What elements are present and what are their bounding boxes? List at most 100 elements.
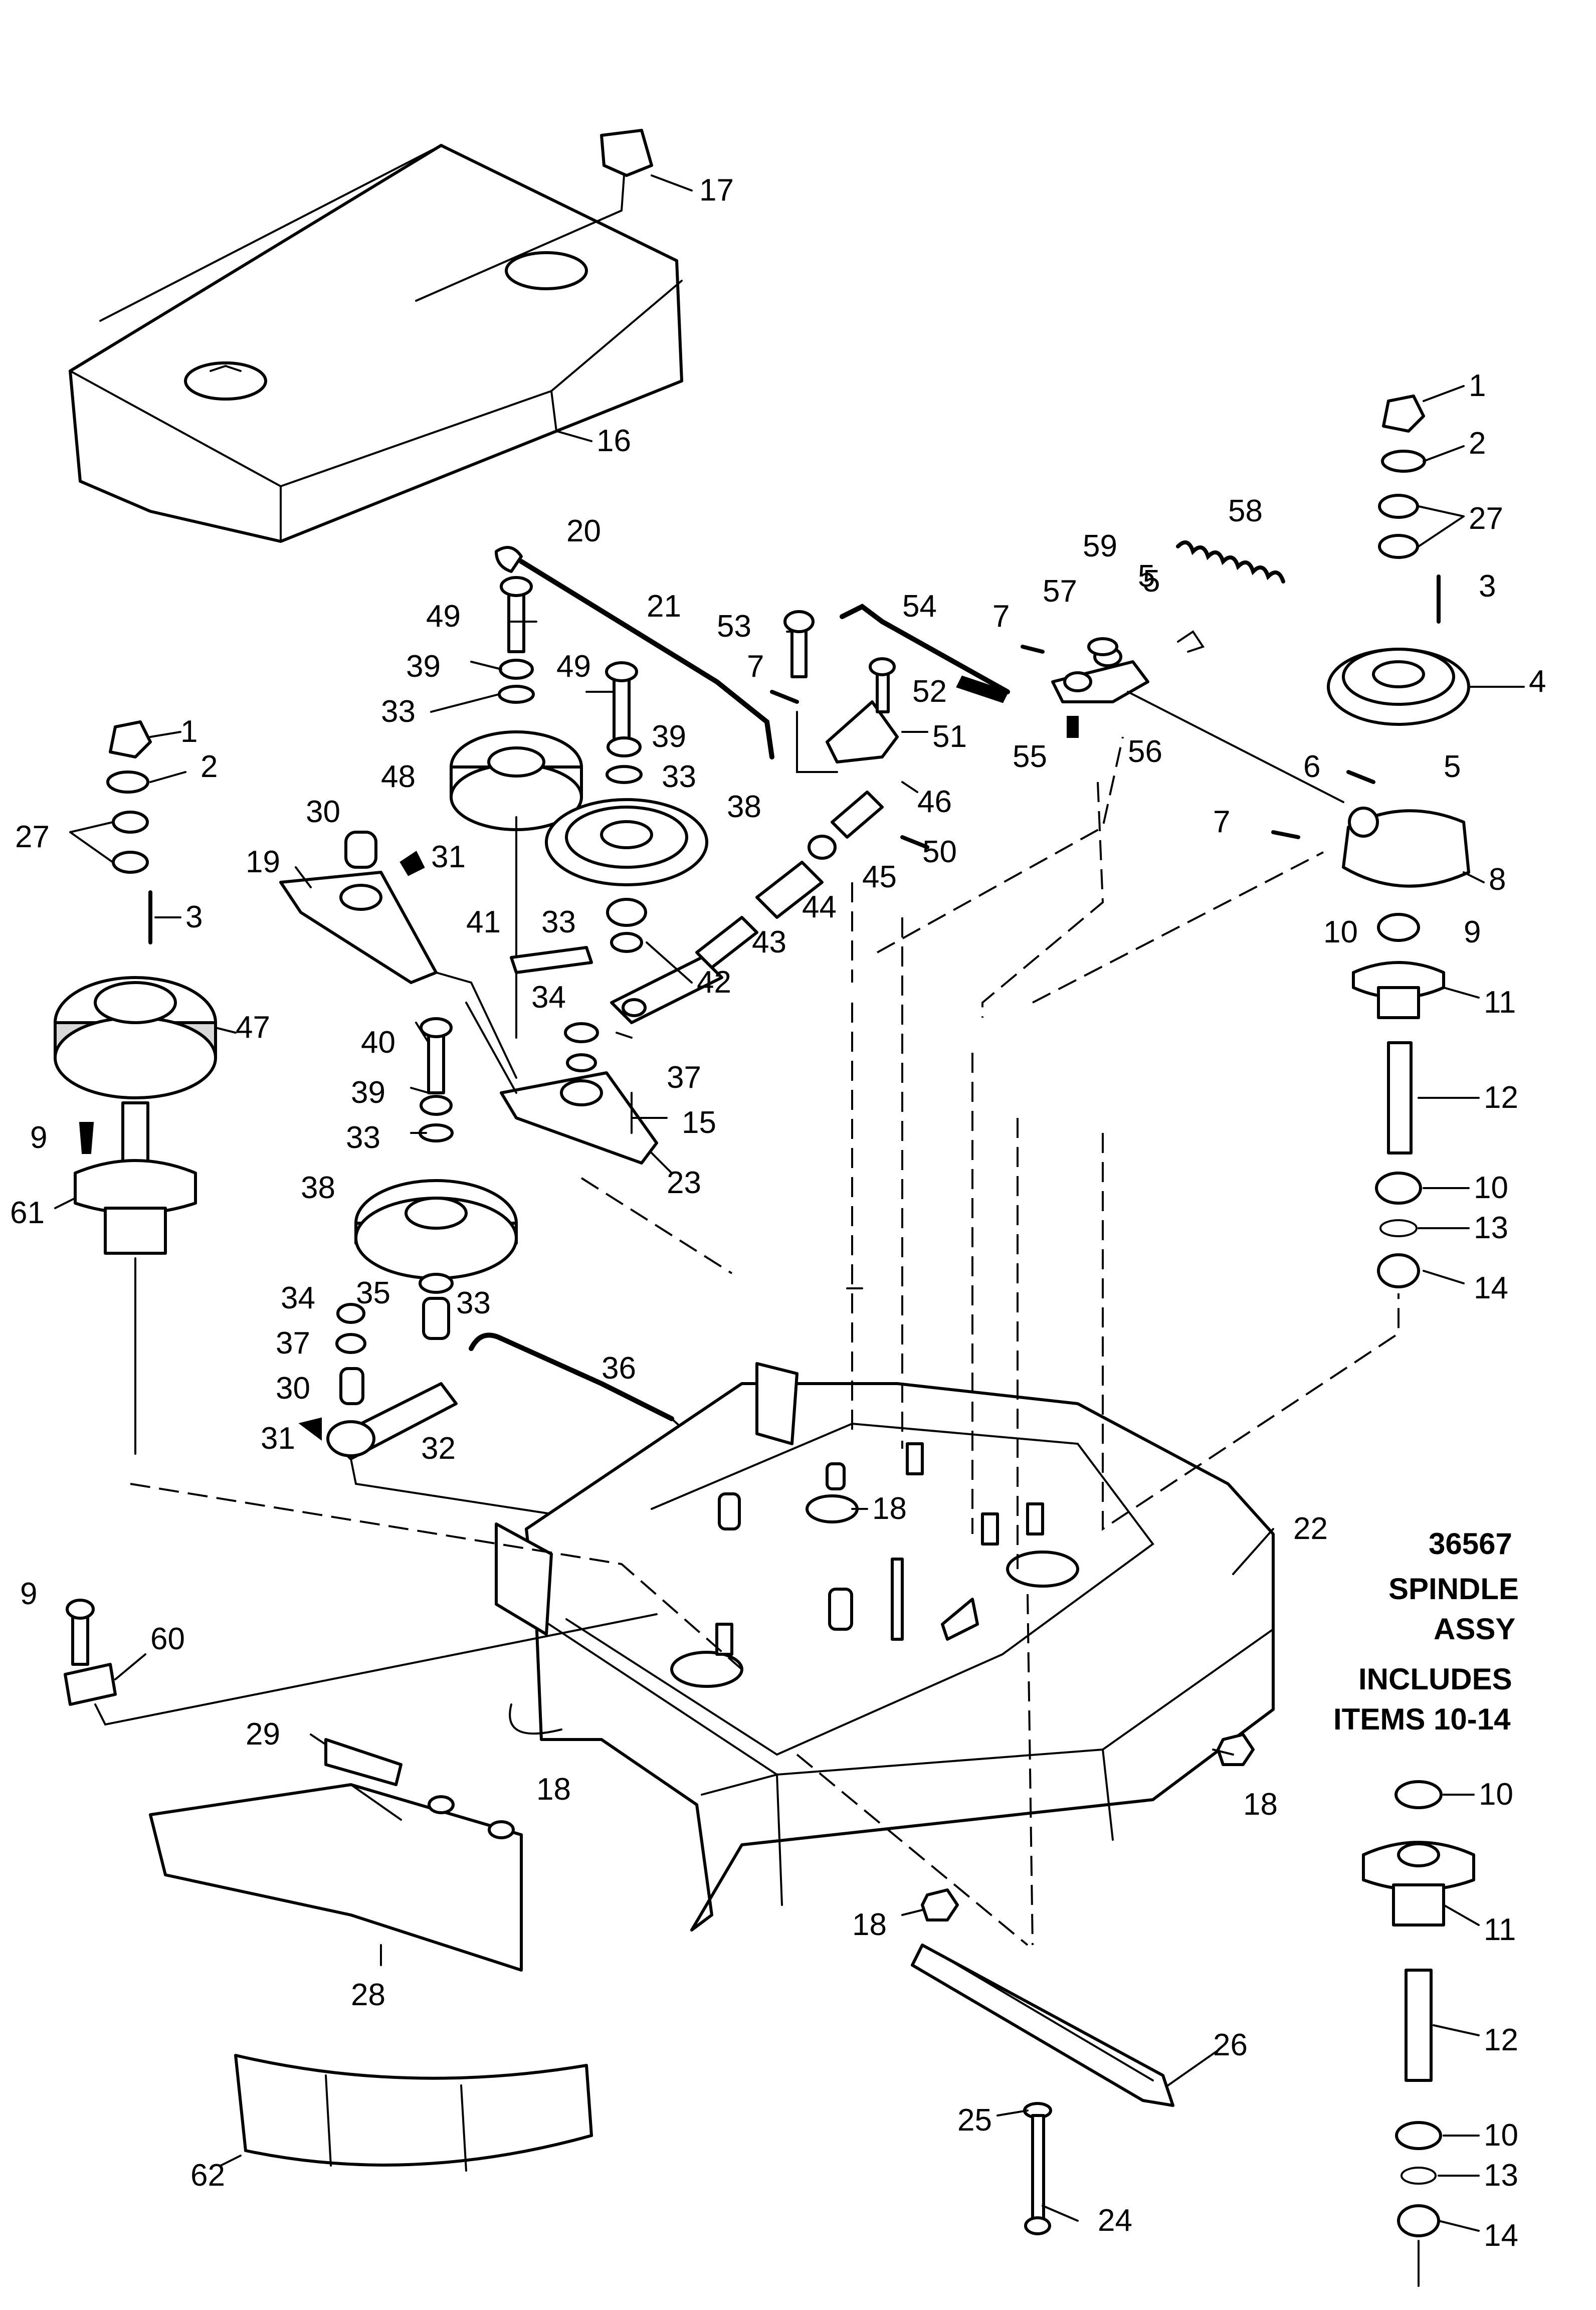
callout-5b: 5 [1143, 564, 1160, 599]
callout-36: 36 [602, 1351, 636, 1386]
callout-31b: 31 [261, 1421, 295, 1456]
callout-52: 52 [912, 674, 947, 709]
callout-18c: 18 [1243, 1787, 1278, 1822]
callout-12-right: 12 [1484, 1080, 1518, 1115]
note-line-1: SPINDLE [1388, 1572, 1519, 1606]
callout-53: 53 [717, 609, 751, 644]
idler-arm-32 [298, 1303, 848, 1540]
callout-30b: 30 [276, 1371, 310, 1406]
idler-pulley-48 [450, 730, 583, 1039]
callout-49a: 49 [426, 599, 461, 634]
callout-51: 51 [932, 719, 967, 754]
linkage-arm-42 [610, 916, 758, 1024]
bracket-51 [783, 610, 899, 763]
callout-59: 59 [1083, 529, 1117, 563]
mower-deck [495, 1362, 1275, 1932]
callout-8: 8 [1489, 862, 1506, 897]
cotter-pins [770, 645, 1375, 849]
belt-cover [69, 144, 683, 543]
callout-41: 41 [466, 905, 501, 939]
callout-60: 60 [150, 1622, 185, 1656]
callout-10-right2: 10 [1474, 1171, 1508, 1205]
idler-arm-upper [279, 831, 438, 984]
callout-18b: 18 [536, 1772, 571, 1807]
callout-1-right: 1 [1469, 368, 1486, 403]
callout-28: 28 [351, 1978, 385, 2012]
hex-nuts-18 [921, 1733, 1255, 1921]
callout-14-right: 14 [1474, 1271, 1508, 1305]
callout-19: 19 [246, 845, 280, 879]
routing-lines [130, 691, 1400, 1946]
left-spindle-stack [54, 720, 217, 1455]
callout-15: 15 [682, 1105, 716, 1140]
callout-37b: 37 [276, 1326, 310, 1361]
callout-44: 44 [802, 890, 837, 924]
callout-26: 26 [1213, 2028, 1248, 2062]
rod-54 [840, 604, 1010, 703]
note-part-number: 36567 [1429, 1527, 1512, 1561]
right-spindle-stack [1327, 395, 1470, 1288]
callout-39b: 39 [652, 719, 686, 754]
callout-21: 21 [647, 589, 681, 624]
bracket-60 [64, 1599, 658, 1726]
leader-lines [54, 174, 1525, 2232]
callout-62: 62 [190, 2158, 225, 2193]
callout-13-spindle: 13 [1484, 2158, 1518, 2193]
callout-23: 23 [667, 1166, 701, 1200]
blade-bolt-24 [1023, 2102, 1052, 2235]
note-line-4: ITEMS 10-14 [1333, 1702, 1511, 1736]
discharge-chute-28 [149, 1783, 523, 1972]
callout-56: 56 [1128, 734, 1162, 769]
callout-49b: 49 [556, 649, 591, 684]
callout-50: 50 [922, 835, 957, 869]
idler-bracket-23 [435, 972, 658, 1165]
linkage-arm-41 [510, 946, 593, 974]
callout-16: 16 [596, 424, 631, 458]
callout-30a: 30 [306, 795, 340, 829]
callout-12-spindle: 12 [1484, 2023, 1518, 2057]
callout-18d: 18 [852, 1907, 887, 1942]
callout-11-spindle: 11 [1484, 1912, 1516, 1947]
callout-33e: 33 [456, 1286, 491, 1320]
callout-17: 17 [699, 173, 734, 208]
callout-48: 48 [381, 759, 416, 794]
turnbuckle-44-45 [755, 791, 884, 919]
note-line-2: ASSY [1434, 1612, 1515, 1646]
bolt-49a [498, 576, 535, 704]
callout-57: 57 [1043, 574, 1077, 609]
callout-42: 42 [697, 965, 731, 1000]
callout-7b: 7 [747, 649, 764, 684]
callout-29: 29 [246, 1717, 280, 1752]
callout-39a: 39 [406, 649, 441, 684]
callout-labels: 17 16 1 2 27 3 4 5 6 5 7 8 10 9 11 12 10… [10, 173, 1546, 2253]
callout-18a: 18 [872, 1491, 907, 1526]
callout-54: 54 [902, 589, 937, 624]
callout-37a: 37 [667, 1060, 701, 1095]
callout-39c: 39 [351, 1075, 385, 1110]
idler-pulley-38b [354, 1017, 518, 1340]
callout-33d: 33 [346, 1120, 380, 1155]
blade-26 [911, 1944, 1174, 2107]
callout-13-right: 13 [1474, 1211, 1508, 1245]
callout-7a: 7 [992, 599, 1010, 634]
callout-27-right: 27 [1469, 501, 1503, 536]
callout-9-deck: 9 [20, 1577, 37, 1611]
callout-11-right: 11 [1484, 985, 1516, 1020]
callout-6: 6 [1303, 749, 1320, 784]
callout-5c: 5 [1138, 559, 1155, 594]
callout-3-right: 3 [1479, 569, 1496, 604]
callout-58: 58 [1228, 494, 1263, 528]
shield-62 [234, 2054, 593, 2172]
callout-27-left: 27 [15, 820, 50, 854]
callout-38a: 38 [727, 790, 761, 824]
callout-5a: 5 [1444, 749, 1461, 784]
spindle-assembly-detail [1362, 1780, 1475, 2287]
callout-38b: 38 [301, 1171, 335, 1205]
callout-33c: 33 [541, 905, 576, 939]
chute-bolt-29 [324, 1703, 562, 1786]
callout-32: 32 [421, 1431, 456, 1466]
callout-34b: 34 [281, 1281, 315, 1315]
callout-25: 25 [957, 2103, 992, 2138]
callout-46: 46 [917, 785, 952, 819]
